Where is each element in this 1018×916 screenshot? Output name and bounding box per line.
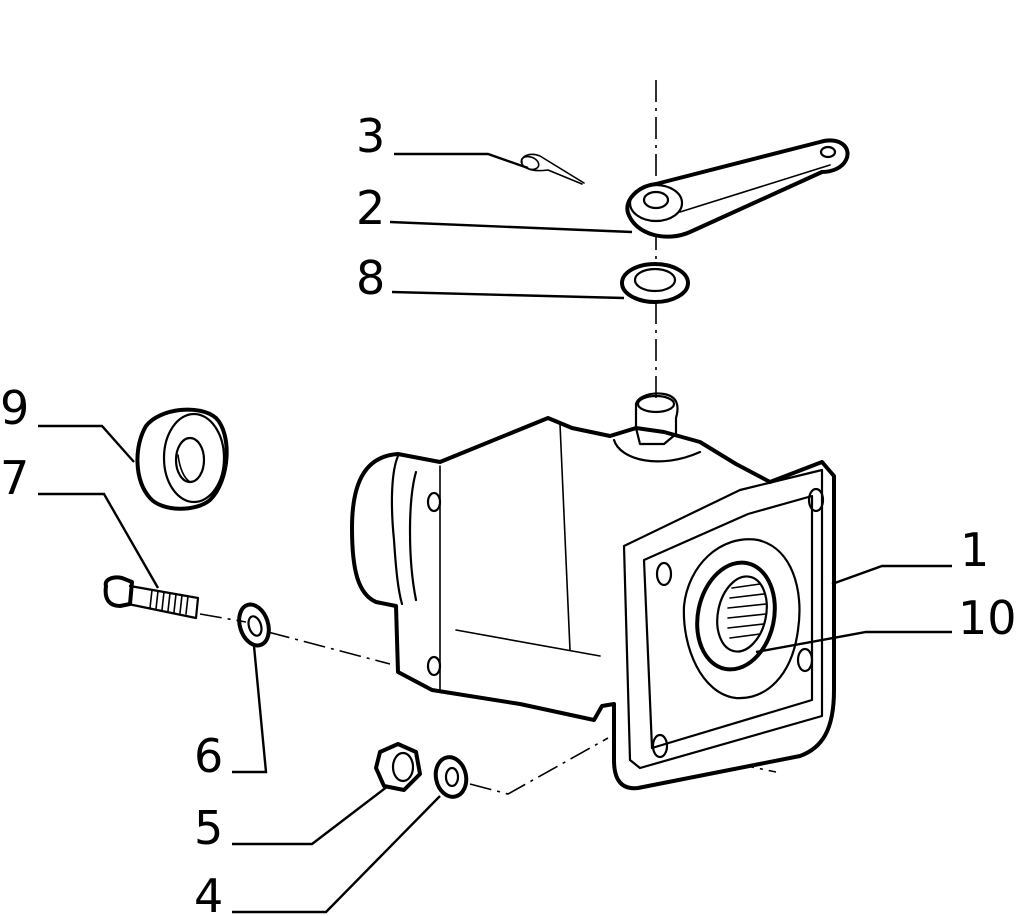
leader-line-5: [232, 785, 389, 846]
callout-8: 8: [356, 251, 385, 305]
leader-line-4: [232, 795, 441, 914]
callout-9: 9: [0, 381, 29, 435]
bolt-axis-line: [199, 613, 391, 665]
callout-2: 2: [356, 181, 385, 235]
leader-line-10: [755, 630, 952, 654]
part-washer-4: [433, 755, 469, 799]
part-washer-8: [620, 262, 690, 304]
leader-line-9: [38, 424, 135, 463]
callout-10: 10: [958, 591, 1017, 645]
leader-line-7: [38, 492, 160, 589]
part-cotter-pin: [520, 153, 585, 185]
part-seal-ring: [135, 407, 229, 511]
callout-4: 4: [194, 869, 223, 916]
nut-axis-line: [469, 737, 609, 795]
leader-line-6: [232, 645, 268, 774]
callout-5: 5: [194, 801, 223, 855]
callout-7: 7: [0, 451, 29, 505]
part-nut: [374, 742, 422, 792]
part-bolt: [103, 575, 200, 620]
part-washer-6: [237, 602, 271, 648]
callout-3: 3: [356, 109, 385, 163]
part-housing: [350, 392, 836, 791]
callout-6: 6: [194, 729, 223, 783]
part-lever: [625, 138, 850, 239]
leader-line-3: [394, 152, 529, 170]
callout-1: 1: [960, 523, 989, 577]
leader-line-2: [389, 220, 633, 234]
leader-line-1: [831, 564, 952, 586]
leader-line-8: [391, 290, 625, 300]
